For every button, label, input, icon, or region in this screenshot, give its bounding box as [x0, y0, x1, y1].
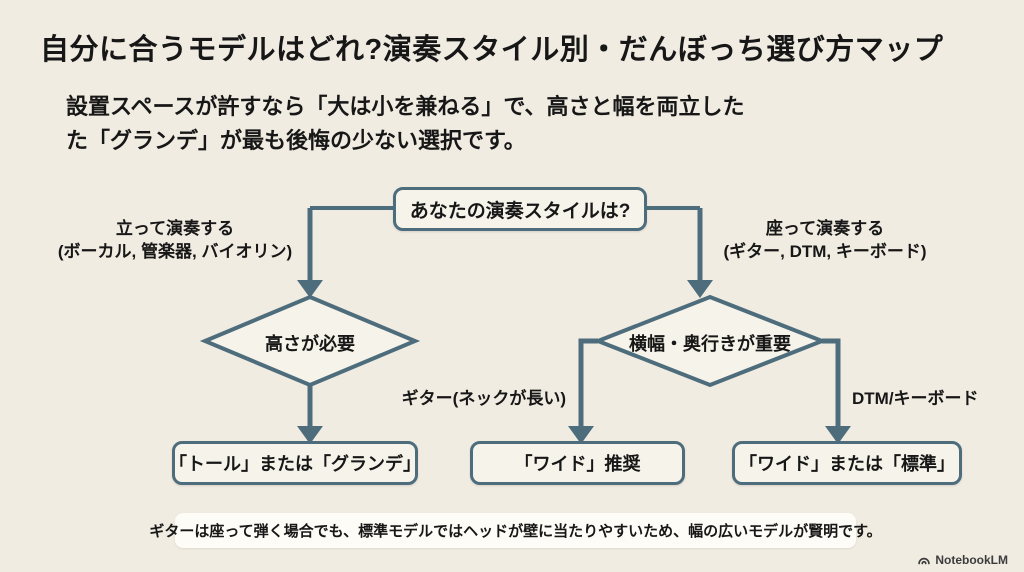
left-decision-label: 高さが必要	[265, 334, 355, 354]
dtm-elbow-line	[822, 338, 841, 427]
page-title: 自分に合うモデルはどれ?演奏スタイル別・だんぼっち選び方マップ	[40, 34, 944, 66]
root-question-node: あなたの演奏スタイルは?	[393, 187, 647, 231]
result-wide-recommended-node: 「ワイド」推奨	[470, 441, 685, 485]
left-branch-label-line-2: (ボーカル, 管楽器, バイオリン)	[57, 242, 293, 261]
left-branch-label-line-1: 立って演奏する	[115, 219, 235, 238]
dtm-elbow-arrowhead	[825, 426, 851, 444]
guitar-elbow-arrowhead	[568, 426, 594, 444]
guitar-branch-label: ギター(ネックが長い)	[401, 389, 566, 408]
notebooklm-arcs-icon	[917, 554, 931, 566]
right-branch-label: 座って演奏する (ギター, DTM, キーボード)	[705, 217, 945, 263]
page-subtitle: 設置スペースが許すなら「大は小を兼ねる」で、高さと幅を両立した た「グランデ」が…	[66, 90, 744, 158]
subtitle-line-2: た「グランデ」が最も後悔の少ない選択です。	[66, 128, 526, 153]
footnote: ギターは座って弾く場合でも、標準モデルではヘッドが壁に当たりやすいため、幅の広い…	[149, 513, 882, 548]
subtitle-line-1: 設置スペースが許すなら「大は小を兼ねる」で、高さと幅を両立した	[66, 94, 745, 119]
result-tall-or-grande-node: 「トール」または「グランデ」	[169, 441, 421, 485]
left-branch-label: 立って演奏する (ボーカル, 管楽器, バイオリン)	[40, 217, 310, 263]
right-branch-label-line-1: 座って演奏する	[765, 219, 885, 238]
notebooklm-logo-text: NotebookLM	[935, 553, 1008, 567]
notebooklm-logo: NotebookLM	[917, 553, 1008, 567]
guitar-elbow-line	[578, 338, 598, 427]
right-drop-arrowhead	[687, 280, 713, 298]
left-drop-arrowhead	[297, 280, 323, 298]
dtm-keyboard-branch-label: DTM/キーボード	[852, 389, 979, 408]
flowchart-connectors	[199, 206, 851, 444]
right-decision-label: 横幅・奥行きが重要	[629, 334, 791, 354]
right-decision-diamond	[592, 294, 828, 388]
result-wide-or-standard-node: 「ワイド」または「標準」	[732, 441, 962, 485]
left-result-arrowhead	[297, 426, 323, 444]
right-branch-label-line-2: (ギター, DTM, キーボード)	[723, 242, 927, 261]
